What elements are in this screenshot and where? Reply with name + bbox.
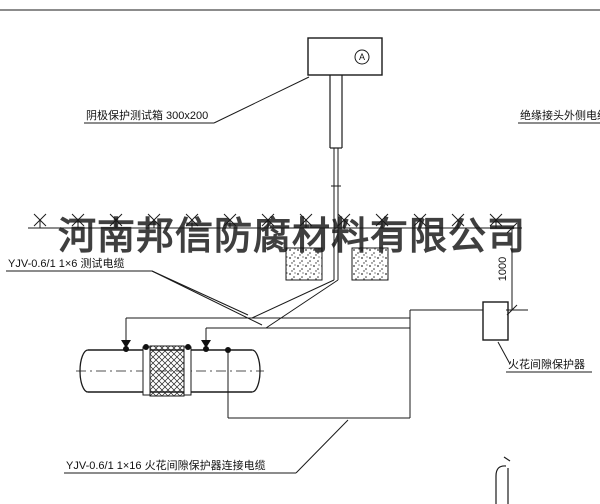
label-spark-gap-cable: YJV-0.6/1 1×16 火花间隙保护器连接电缆 (64, 419, 349, 474)
dim-tick-bottom (506, 304, 518, 316)
label-test-box: 阴极保护测试箱 300x200 (84, 76, 310, 124)
leader-test-box (213, 76, 310, 124)
leader-test-cable-2 (151, 270, 263, 326)
label-test-cable-text: YJV-0.6/1 1×6 测试电缆 (8, 257, 124, 270)
label-insulated-joint-cable: 绝缘接头外侧电缆 (518, 108, 600, 124)
insulating-joint (149, 345, 185, 397)
bottom-right-pipe-symbol (495, 456, 511, 504)
dimension-text: 1000 (497, 257, 509, 281)
symbol-tick (503, 456, 511, 462)
test-cables (125, 279, 410, 349)
ammeter-circle (354, 49, 370, 65)
dimension-1000: 1000 (497, 222, 528, 316)
watermark-text: 河南邦信防腐材料有限公司 (58, 216, 526, 258)
riser-conduit (329, 75, 343, 280)
pipe (76, 340, 264, 397)
spark-gap-protector-box (482, 301, 509, 341)
dim-tick-top (506, 222, 518, 234)
label-spark-gap: 火花间隙保护器 (497, 341, 592, 373)
weld-flag-left (121, 340, 131, 348)
spark-gap-circuit (227, 309, 483, 419)
cable-weld-right (203, 346, 209, 352)
leader-spark-gap (497, 341, 511, 365)
joint-flange-right (183, 346, 192, 396)
ground-line (28, 213, 522, 229)
leader-spark-gap-cable (295, 419, 349, 474)
cable-weld-spark (225, 347, 231, 353)
weld-flag-right (201, 340, 211, 348)
concrete-blocks (285, 247, 389, 281)
concrete-block-right (351, 247, 389, 281)
ammeter-letter: A (359, 52, 365, 62)
flange-bolt-right (185, 344, 191, 350)
label-insulated-joint-cable-text: 绝缘接头外侧电缆 (520, 108, 600, 122)
label-test-cable: YJV-0.6/1 1×6 测试电缆 (6, 257, 263, 326)
label-spark-gap-text: 火花间隙保护器 (508, 357, 585, 371)
label-spark-gap-cable-text: YJV-0.6/1 1×16 火花间隙保护器连接电缆 (66, 458, 266, 472)
cable-weld-left (123, 346, 129, 352)
joint-flange-left (142, 346, 151, 396)
test-box: A (307, 37, 383, 76)
concrete-block-left (285, 247, 323, 281)
label-test-box-text: 阴极保护测试箱 300x200 (86, 108, 208, 122)
flange-bolt-left (143, 344, 149, 350)
